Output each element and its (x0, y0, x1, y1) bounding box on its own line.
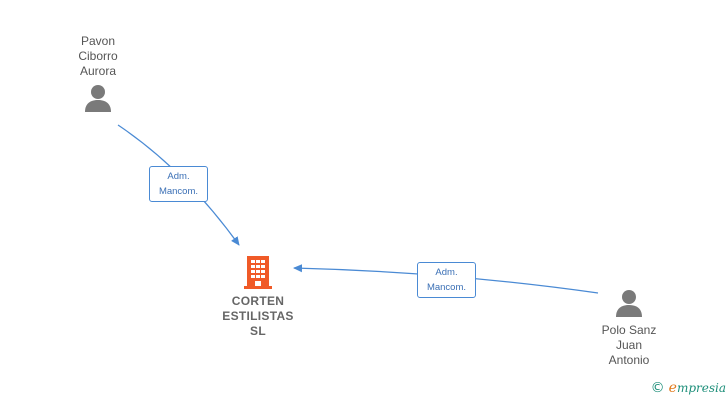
brand-logo: empresia (669, 380, 726, 396)
person-node-pavon-ciborro-aurora[interactable]: Pavon Ciborro Aurora (58, 34, 138, 113)
company-name-line: CORTEN (231, 294, 285, 308)
edge-label-person-2-role[interactable]: Adm. Mancom. (417, 262, 476, 298)
person-icon (85, 85, 111, 112)
brand-initial: e (668, 380, 677, 396)
brand-rest: mpresia (676, 381, 726, 395)
company-name-line: SL (250, 324, 266, 338)
person-icon (616, 290, 642, 317)
person-name-line: Ciborro (78, 49, 118, 63)
edge-label-line: Adm. (167, 171, 190, 182)
company-name-line: ESTILISTAS (222, 309, 294, 323)
building-icon (244, 256, 272, 289)
company-node-corten-estilistas-sl[interactable]: CORTEN ESTILISTAS SL (214, 254, 302, 339)
edge-label-line: Mancom. (426, 282, 467, 293)
edge-label-person-1-role[interactable]: Adm. Mancom. (149, 166, 208, 202)
empresia-watermark: © empresia (651, 380, 726, 396)
person-name-line: Antonio (608, 353, 650, 367)
edge-label-line: Mancom. (158, 186, 199, 197)
person-name-line: Aurora (79, 64, 117, 78)
person-name-line: Juan (615, 338, 643, 352)
copyright-icon: © (650, 380, 665, 396)
person-name-line: Polo Sanz (601, 323, 657, 337)
person-name-line: Pavon (80, 34, 116, 48)
person-node-polo-sanz-juan-antonio[interactable]: Polo Sanz Juan Antonio (589, 288, 669, 368)
edge-label-line: Adm. (435, 267, 458, 278)
